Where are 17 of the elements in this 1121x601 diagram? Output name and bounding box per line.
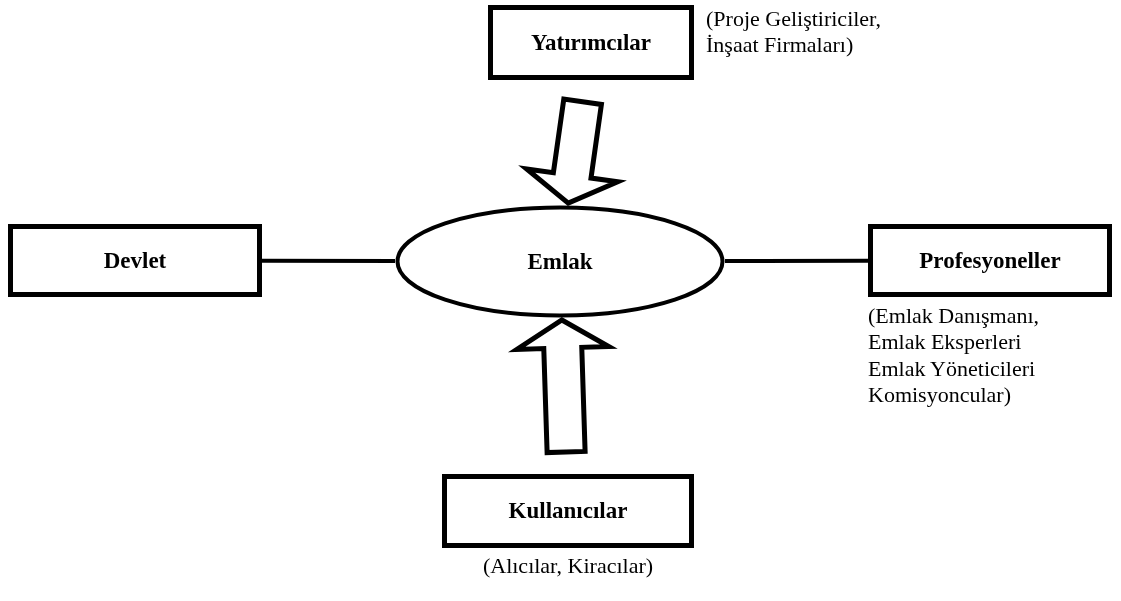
connector-line: [262, 258, 395, 264]
node-note: (Emlak Danışmanı, Emlak Eksperleri Emlak Yöneticileri Komisyoncular): [868, 303, 1041, 409]
node-label: Profesyoneller: [919, 247, 1061, 274]
process-box: [8, 224, 262, 297]
node-label: Yatırımcılar: [530, 29, 652, 56]
process-box: [442, 474, 694, 548]
process-box: [868, 224, 1112, 297]
node-label: Emlak: [527, 248, 593, 275]
connector-line: [725, 258, 868, 264]
block-arrow: [507, 317, 618, 456]
process-box: [488, 5, 694, 80]
block-arrow: [518, 96, 627, 206]
central-ellipse: [395, 205, 725, 318]
node-note: (Alıcılar, Kiracılar): [481, 553, 655, 580]
node-label: Devlet: [103, 247, 167, 274]
node-note: (Proje Geliştiriciler, İnşaat Firmaları): [706, 6, 883, 59]
node-label: Kullanıcılar: [508, 498, 628, 524]
